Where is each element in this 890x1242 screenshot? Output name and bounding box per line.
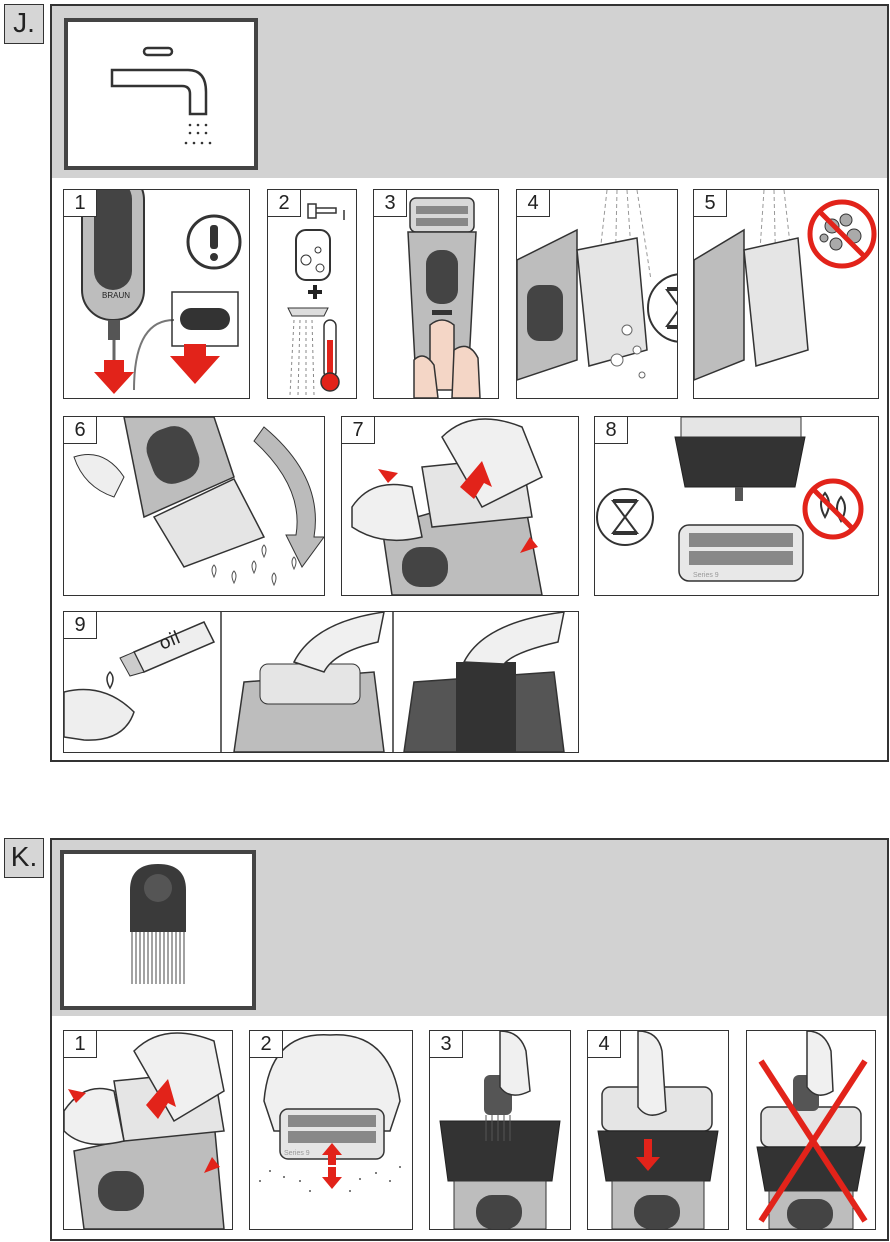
- no-soap-icon: [810, 202, 874, 266]
- section-k-icon-box: [60, 850, 256, 1010]
- step-number: 1: [64, 190, 97, 217]
- step-j2-panel: 2: [267, 189, 357, 399]
- step-number: 2: [250, 1031, 283, 1058]
- step-k3-panel: 3: [429, 1030, 571, 1230]
- step-k4-panel: 4: [587, 1030, 729, 1230]
- oil-foil-illustration: oil: [64, 612, 578, 752]
- step-j9-panel: 9 oil: [63, 611, 579, 753]
- oil-tube-icon: oil: [120, 622, 214, 676]
- step-j4-panel: 4: [516, 189, 678, 399]
- step-j3-panel: 3: [373, 189, 499, 399]
- section-j-icon-box: [64, 18, 258, 170]
- device-label: Series 9: [693, 572, 719, 579]
- release-head-illustration: [342, 417, 578, 595]
- soap-water-illustration: [268, 190, 356, 398]
- device-label: Series 9: [284, 1150, 310, 1157]
- shaver-on-illustration: [374, 190, 498, 398]
- step-j5-panel: 5: [693, 189, 879, 399]
- step-number: 9: [64, 612, 97, 639]
- step-number: 1: [64, 1031, 97, 1058]
- step-j8-panel: 8 Series 9: [594, 416, 879, 596]
- soap-dispenser-icon: [296, 204, 344, 280]
- step-number: 2: [268, 190, 301, 217]
- cleaning-brush-icon: [64, 854, 252, 1006]
- step-number: 6: [64, 417, 97, 444]
- svg-text:BRAUN: BRAUN: [102, 291, 130, 300]
- unplug-arrow-icon: [94, 360, 134, 394]
- step-j6-panel: 6: [63, 416, 325, 596]
- step-number: 4: [588, 1031, 621, 1058]
- oil-drop-icon: [107, 672, 113, 688]
- faucet-water-icon: [68, 22, 254, 166]
- step-number: 5: [694, 190, 727, 217]
- no-water-drops-icon: [805, 481, 861, 537]
- rinse-head-illustration: [517, 190, 677, 398]
- step-number: 8: [595, 417, 628, 444]
- section-j-frame: 1 BRAUN 2: [50, 4, 889, 762]
- shaver-unplug-illustration: BRAUN: [64, 190, 249, 398]
- step-number: 4: [517, 190, 550, 217]
- plus-icon: [308, 285, 322, 299]
- step-number: 3: [430, 1031, 463, 1058]
- tap-head-illustration: Series 9: [250, 1031, 412, 1229]
- hourglass-icon: [648, 274, 677, 342]
- section-label-j: J.: [4, 4, 44, 44]
- release-head-illustration: [64, 1031, 232, 1229]
- step-k5-panel: [746, 1030, 876, 1230]
- step-j1-panel: 1 BRAUN: [63, 189, 250, 399]
- section-label-k: K.: [4, 838, 44, 878]
- step-j7-panel: 7: [341, 416, 579, 596]
- rinse-no-soap-illustration: [694, 190, 878, 398]
- step-k2-panel: 2 Series 9: [249, 1030, 413, 1230]
- warning-icon: [188, 216, 240, 268]
- tap-frame-illustration: [588, 1031, 728, 1229]
- prohibited-brush-illustration: [747, 1031, 875, 1229]
- hourglass-icon: [597, 489, 653, 545]
- step-number: 3: [374, 190, 407, 217]
- step-number: 7: [342, 417, 375, 444]
- brush-head-illustration: [430, 1031, 570, 1229]
- air-dry-illustration: Series 9: [595, 417, 878, 595]
- shake-dry-illustration: [64, 417, 324, 595]
- step-k1-panel: 1: [63, 1030, 233, 1230]
- section-k-frame: 1 2 Series 9: [50, 838, 889, 1241]
- thermometer-icon: [321, 320, 339, 391]
